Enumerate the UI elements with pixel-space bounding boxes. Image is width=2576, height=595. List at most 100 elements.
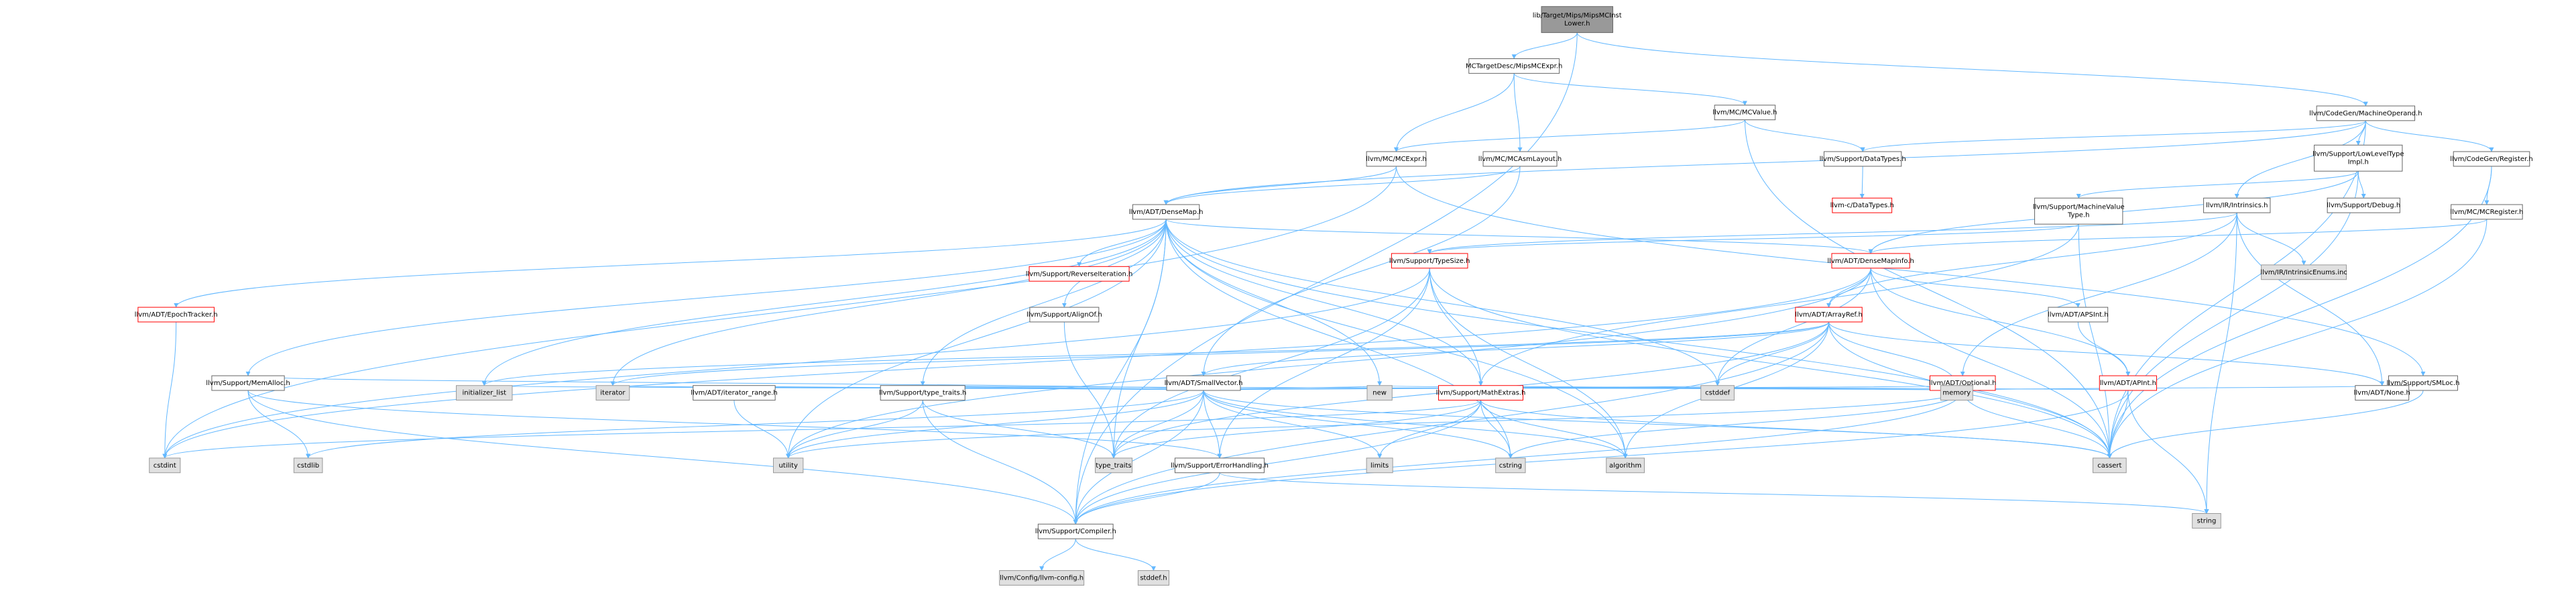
- node-initlist: initializer_list: [456, 385, 513, 401]
- node-box-mvt: [2034, 197, 2123, 225]
- node-typetraits: type_traits: [1095, 457, 1133, 474]
- node-densemap[interactable]: llvm/ADT/DenseMap.h: [1129, 204, 1204, 220]
- node-iterrange[interactable]: llvm/ADT/iterator_range.h: [691, 385, 778, 401]
- node-cstddef: cstddef: [1700, 385, 1735, 401]
- edge-densemap-to-algorithm: [1165, 219, 1628, 459]
- node-mcasmlayout[interactable]: llvm/MC/MCAsmLayout.h: [1478, 151, 1562, 167]
- node-limits: limits: [1366, 457, 1393, 474]
- node-box-intrinsics: [2203, 197, 2271, 213]
- node-box-utility: [772, 457, 804, 474]
- node-typesize[interactable]: llvm/Support/TypeSize.h: [1389, 253, 1470, 269]
- node-alignof[interactable]: llvm/Support/AlignOf.h: [1027, 307, 1102, 323]
- node-machineoperand[interactable]: llvm/CodeGen/MachineOperand.h: [2309, 105, 2422, 121]
- node-box-cstring: [1495, 457, 1526, 474]
- edge-intrinsics-to-none: [2236, 213, 2385, 386]
- edge-densemap-to-iterator: [610, 219, 1167, 386]
- edge-densemap-to-cstring: [1165, 219, 1513, 459]
- node-densemapinfo[interactable]: llvm/ADT/DenseMapInfo.h: [1827, 253, 1914, 269]
- node-epochtracker[interactable]: llvm/ADT/EpochTracker.h: [135, 307, 218, 323]
- node-label-root-line-1: Lower.h: [1564, 20, 1590, 28]
- node-label-typesize-line-0: llvm/Support/TypeSize.h: [1389, 258, 1470, 265]
- edge-root-to-mipsmcexpr: [1511, 32, 1578, 60]
- node-arrayref[interactable]: llvm/ADT/ArrayRef.h: [1795, 307, 1863, 323]
- node-box-errorhandling: [1174, 457, 1265, 474]
- node-box-root: [1541, 6, 1613, 34]
- node-errorhandling[interactable]: llvm/Support/ErrorHandling.h: [1171, 457, 1269, 474]
- node-label-string-line-0: string: [2197, 517, 2217, 525]
- edge-machineoperand-to-cassert: [2107, 120, 2366, 459]
- node-box-densemapinfo: [1831, 253, 1910, 269]
- node-mcvalue[interactable]: llvm/MC/MCValue.h: [1712, 105, 1777, 121]
- edge-typesize-to-algorithm: [1429, 268, 1628, 459]
- node-box-cstdint: [149, 457, 181, 474]
- node-label-new-line-0: new: [1372, 390, 1387, 397]
- node-layer: lib/Target/Mips/MipsMCInstLower.hMCTarge…: [135, 6, 2533, 586]
- edge-optional-to-none: [1962, 385, 2384, 391]
- node-register[interactable]: llvm/CodeGen/Register.h: [2450, 151, 2533, 167]
- edge-smallvector-to-typetraits: [1111, 390, 1204, 459]
- node-mathextras[interactable]: llvm/Support/MathExtras.h: [1436, 385, 1526, 401]
- edge-densemap-to-reverseiter: [1077, 219, 1167, 268]
- node-box-cstdlib: [293, 457, 323, 474]
- node-label-memalloc-line-0: llvm/Support/MemAlloc.h: [206, 380, 290, 387]
- node-reverseiter[interactable]: llvm/Support/ReverseIteration.h: [1026, 266, 1133, 282]
- node-datatypes[interactable]: llvm/Support/DataTypes.h: [1820, 151, 1906, 167]
- node-label-mathextras-line-0: llvm/Support/MathExtras.h: [1436, 390, 1526, 397]
- node-box-memalloc: [211, 375, 285, 391]
- node-label-arrayref-line-0: llvm/ADT/ArrayRef.h: [1795, 311, 1863, 319]
- node-label-cstdlib-line-0: cstdlib: [297, 462, 319, 470]
- edge-machineoperand-to-intrinsics: [2234, 120, 2366, 199]
- node-box-mcvalue: [1714, 105, 1776, 121]
- node-label-cassert-line-0: cassert: [2097, 462, 2121, 470]
- node-mcregister[interactable]: llvm/MC/MCRegister.h: [2450, 204, 2523, 220]
- node-cdatatypes[interactable]: llvm-c/DataTypes.h: [1830, 197, 1894, 213]
- edge-mathextras-to-cstring: [1480, 400, 1513, 459]
- node-box-iterator: [595, 385, 630, 401]
- node-box-typesize: [1391, 253, 1468, 269]
- node-string: string: [2192, 512, 2221, 529]
- node-smallvector[interactable]: llvm/ADT/SmallVector.h: [1165, 375, 1243, 391]
- edge-mipsmcexpr-to-mcasmlayout: [1513, 73, 1523, 152]
- node-box-string: [2192, 512, 2221, 529]
- edge-optional-to-cassert: [1962, 390, 2112, 459]
- edge-densemap-to-new: [1165, 219, 1383, 386]
- node-utility: utility: [772, 457, 804, 474]
- node-mipsmcexpr[interactable]: MCTargetDesc/MipsMCExpr.h: [1466, 58, 1562, 74]
- node-mcexpr[interactable]: llvm/MC/MCExpr.h: [1366, 151, 1427, 167]
- node-label-mcasmlayout-line-0: llvm/MC/MCAsmLayout.h: [1478, 156, 1562, 163]
- edge-densemap-to-initlist: [481, 219, 1167, 386]
- node-compiler[interactable]: llvm/Support/Compiler.h: [1035, 523, 1116, 539]
- node-typetraitsh[interactable]: llvm/Support/type_traits.h: [879, 385, 966, 401]
- node-none[interactable]: llvm/ADT/None.h: [2354, 385, 2410, 401]
- edge-densemap-to-memalloc: [245, 219, 1167, 376]
- edge-densemapinfo-to-apint: [1870, 268, 2131, 376]
- edge-memalloc-to-errorhandling: [247, 390, 1222, 459]
- edge-mathextras-to-cassert: [1480, 400, 2112, 459]
- edge-datatypes-to-cdatatypes: [1859, 166, 1865, 199]
- node-box-alignof: [1029, 307, 1100, 323]
- node-intrinsics[interactable]: llvm/IR/Intrinsics.h: [2203, 197, 2271, 213]
- node-label-typetraits-line-0: type_traits: [1096, 462, 1131, 470]
- edge-compiler-to-llvmconfig: [1039, 539, 1076, 572]
- node-new: new: [1366, 385, 1393, 401]
- edge-mathextras-to-limits: [1377, 400, 1481, 459]
- edge-densemapinfo-to-cassert: [1870, 268, 2112, 459]
- node-box-mathextras: [1438, 385, 1523, 401]
- node-stddef: stddef.h: [1137, 570, 1170, 586]
- node-box-reverseiter: [1029, 266, 1130, 282]
- node-apsint[interactable]: llvm/ADT/APSInt.h: [2048, 307, 2109, 323]
- node-apint[interactable]: llvm/ADT/APInt.h: [2099, 375, 2157, 391]
- node-label-stddef-line-0: stddef.h: [1140, 574, 1167, 582]
- node-memalloc[interactable]: llvm/Support/MemAlloc.h: [206, 375, 290, 391]
- edge-lowleveltype-to-cassert: [2107, 171, 2359, 459]
- node-label-mcvalue-line-0: llvm/MC/MCValue.h: [1712, 109, 1777, 117]
- node-debug[interactable]: llvm/Support/Debug.h: [2327, 197, 2400, 213]
- edge-smallvector-to-memalloc: [246, 375, 1204, 391]
- edge-root-to-machineoperand: [1576, 32, 2368, 107]
- edge-mvt-to-mathextras: [1478, 224, 2079, 386]
- node-box-register: [2453, 151, 2530, 167]
- edge-mcvalue-to-datatypes: [1744, 119, 1865, 152]
